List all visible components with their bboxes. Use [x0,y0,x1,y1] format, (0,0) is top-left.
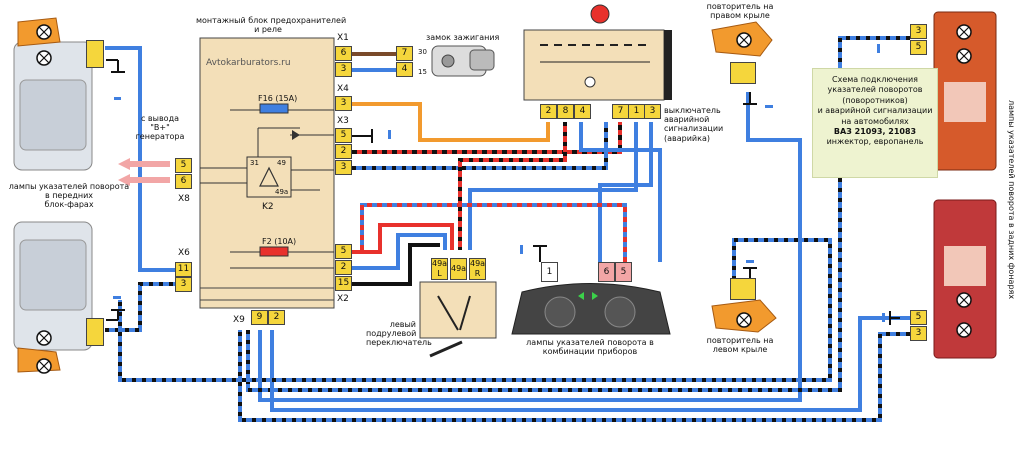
x3-pin-5: 5 [335,128,352,143]
hazard-pin-2: 2 [540,104,557,119]
x2-pin-15: 15 [335,276,352,291]
wire-front-bottom [105,282,175,332]
connector-x2: X2 [337,294,349,304]
hazard-pin-1: 1 [628,104,645,119]
hazard-pin-7: 7 [612,104,629,119]
cluster-pin-6: 6 [598,262,615,282]
rear-top-pin-3: 3 [910,24,927,39]
relay-k2 [246,156,292,198]
x2-pin-2: 2 [335,260,352,275]
diode-icon [292,130,300,140]
hazard-pin-3: 3 [644,104,661,119]
x8-pin-5: 5 [175,158,192,173]
instrument-cluster [511,283,671,335]
ign-terminal-30: 30 [418,48,427,56]
rear-bottom-pin-3: 3 [910,326,927,341]
connector-x6: X6 [178,248,190,258]
x9-pin-9: 9 [251,310,268,325]
cluster-pin-5: 5 [615,262,632,282]
relay-label: K2 [262,202,274,212]
fuse-block [199,37,335,309]
cluster-pin-1: 1 [541,262,558,282]
ground-icon [533,245,547,262]
switch-pin-49a-r: 49a R [469,258,486,280]
ground-icon [352,129,373,143]
front-bottom-connector [86,318,104,346]
diagram-note: Схема подключения указателей поворотов (… [812,68,938,178]
x6-pin-3: 3 [175,277,192,292]
wire-front-top [105,46,175,272]
x9-pin-2: 2 [268,310,285,325]
connector-x9: X9 [233,315,245,325]
x6-pin-11: 11 [175,262,192,277]
front-top-connector [86,40,104,68]
generator-label: с вывода"B+"генератора [135,114,185,142]
connector-x3: X3 [337,116,349,126]
x8-pin-6: 6 [175,174,192,189]
fuse-f16-label: F16 (15A) [258,94,298,103]
x3-pin-2: 2 [335,144,352,159]
right-repeater-connector [730,62,756,84]
rear-top-pin-5: 5 [910,40,927,55]
fuse-f2 [259,246,289,257]
relay-pin-31: 31 [250,159,259,167]
generator-arrow-icon [118,158,170,186]
turn-signal-switch[interactable] [419,281,497,358]
relay-pin-49a: 49a [275,188,289,196]
lamps [13,11,997,374]
note-line: ВАЗ 21093, 21083 [833,126,917,136]
note-line: Схема подключения [832,75,918,84]
ign-pin-7: 7 [396,46,413,61]
x1-pin-6: 6 [335,46,352,61]
ground-icons [106,59,900,325]
note-line: (поворотников) [842,95,908,105]
wire-orange [352,102,550,142]
connector-x4: X4 [337,84,349,94]
x3-pin-3: 3 [335,160,352,175]
ground-icon [106,59,125,73]
fuse-f2-label: F2 (10A) [262,237,297,246]
left-repeater-connector [730,278,756,300]
watermark: Avtokarburators.ru [206,58,291,68]
x2-pin-5: 5 [335,244,352,259]
hazard-button-icon [590,4,610,24]
ign-terminal-15: 15 [418,68,427,76]
note-line: и аварийной сигнализации [817,106,933,116]
hazard-pin-4: 4 [574,104,591,119]
wires [105,36,910,422]
x4-pin-3: 3 [335,96,352,111]
rear-lamps-label: лампы указателей поворота в задних фонар… [1007,100,1016,300]
ground-icon [889,311,900,325]
x1-pin-3: 3 [335,62,352,77]
left-arrow-icon [578,292,584,300]
connector-x1: X1 [337,33,349,43]
rear-bottom-pin-5: 5 [910,310,927,325]
fuse-f16 [259,103,289,114]
switch-pin-49a-l: 49a L [431,258,448,280]
note-line: указателей поворотов [827,85,923,95]
ign-pin-4: 4 [396,62,413,77]
hazard-switch[interactable] [523,4,672,101]
relay-pin-49: 49 [277,159,286,167]
right-arrow-icon [592,292,598,300]
note-line: на автомобилях [841,116,909,126]
hazard-triangle-icon [259,166,279,187]
connector-x8: X8 [178,194,190,204]
ground-icon [106,309,125,321]
hazard-pin-8: 8 [557,104,574,119]
switch-pin-49a: 49a [450,258,467,280]
ground-icon [743,92,757,105]
ignition-lock-icon [431,45,495,77]
ignition-label: замок зажигания [426,33,500,42]
note-line: инжектор, европанель [826,137,924,147]
